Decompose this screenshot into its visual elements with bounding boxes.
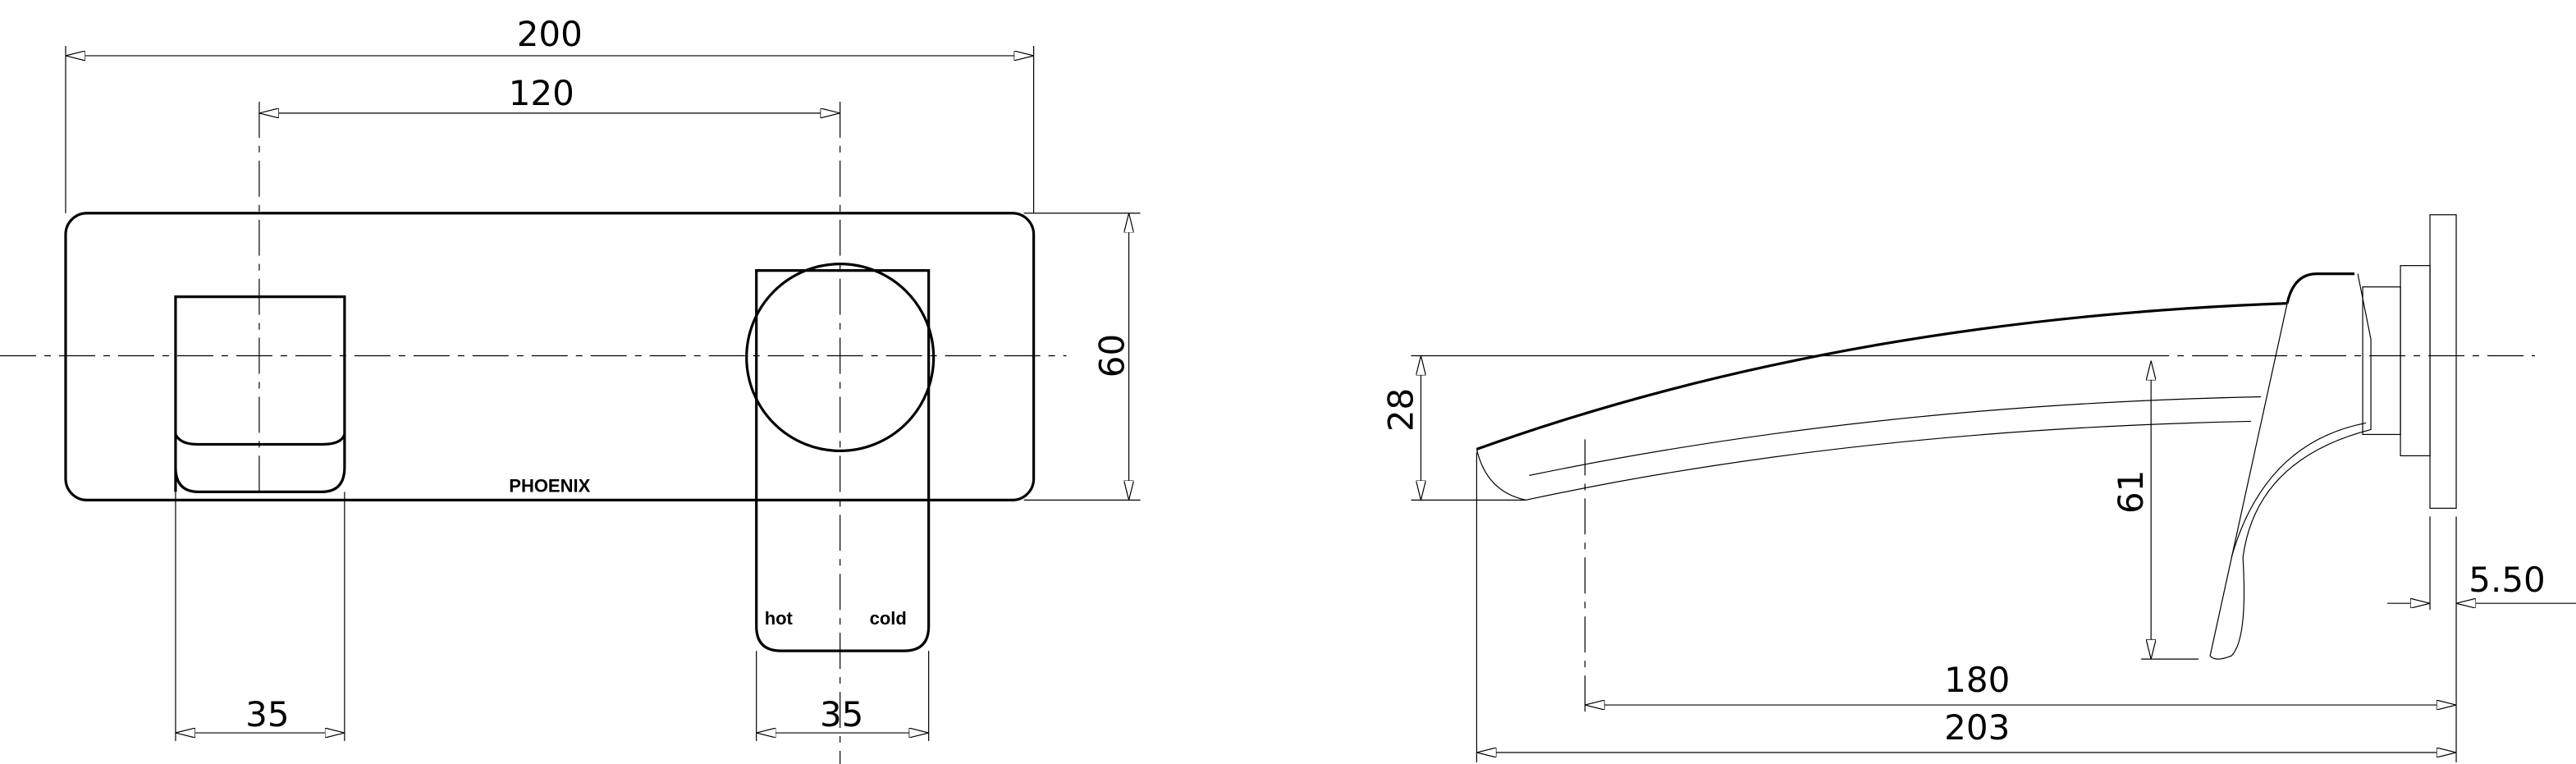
spout-tip	[1476, 449, 1526, 501]
outlet	[174, 295, 346, 493]
rosette-side	[2400, 265, 2431, 457]
body-block	[2362, 286, 2401, 436]
side-handle-body	[2209, 273, 2372, 660]
dim-handle-drop: 61	[2111, 470, 2151, 514]
outlet-edge	[174, 433, 346, 446]
cold-label: cold	[870, 608, 907, 629]
dim-spout-reach: 180	[1944, 660, 2010, 700]
dim-plate-thickness: 5.50	[2468, 560, 2545, 600]
hot-label: hot	[765, 608, 794, 629]
side-handle	[2285, 272, 2355, 304]
spout-top	[1476, 302, 2288, 451]
dim-handle-width: 35	[820, 694, 863, 734]
dim-centres: 120	[509, 73, 574, 113]
side-view: 28 61 5.50 180 203	[1380, 214, 2576, 763]
wall-plate-side	[2429, 214, 2457, 509]
mixer-handle	[755, 269, 931, 652]
dim-overall-width: 200	[517, 14, 583, 54]
dim-outlet-width: 35	[245, 694, 289, 734]
spout-bottom	[1526, 420, 2252, 501]
dim-overall-projection: 203	[1944, 707, 2010, 748]
front-view: PHOENIX hot cold 200 120 60 35 35	[0, 14, 1141, 764]
dim-spout-drop: 28	[1380, 388, 1421, 432]
wall-plate	[64, 212, 1036, 501]
dim-height: 60	[1092, 334, 1132, 377]
brand-label: PHOENIX	[509, 475, 590, 496]
handle-inner-arc	[2231, 422, 2367, 558]
